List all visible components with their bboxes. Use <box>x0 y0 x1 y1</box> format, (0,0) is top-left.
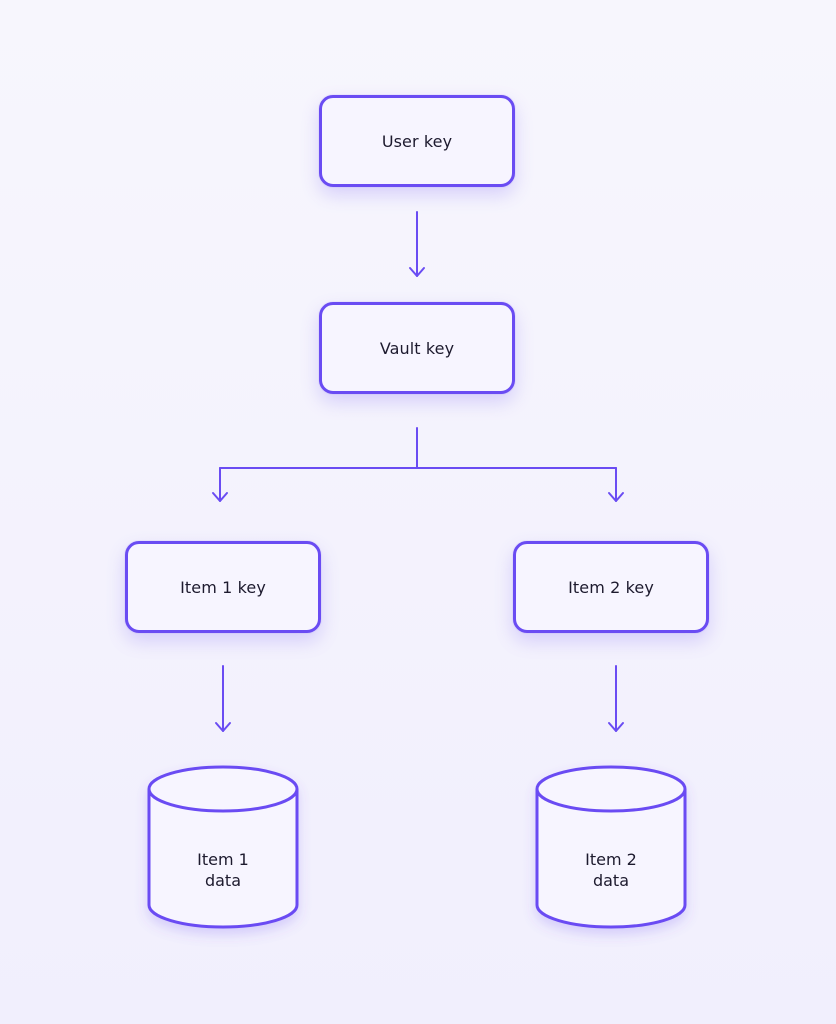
vault-key-label: Vault key <box>379 338 455 358</box>
branch-vault-to-items <box>212 427 624 502</box>
item2-data-line2: data <box>592 871 630 890</box>
arrow-user-to-vault <box>409 211 425 277</box>
item2-data-line1: Item 2 <box>585 850 637 869</box>
database-icon-item2 <box>535 765 687 929</box>
arrow-item2-to-data <box>608 665 624 732</box>
item2-data-label: Item 2 data <box>536 849 686 891</box>
arrow-item1-to-data <box>215 665 231 732</box>
item1-key-node: Item 1 key <box>125 541 321 633</box>
item1-key-label: Item 1 key <box>180 577 266 597</box>
item2-key-node: Item 2 key <box>513 541 709 633</box>
item1-data-label: Item 1 data <box>148 849 298 891</box>
vault-key-node: Vault key <box>319 302 515 394</box>
user-key-label: User key <box>381 131 453 151</box>
item1-data-line2: data <box>204 871 242 890</box>
item1-data-line1: Item 1 <box>197 850 249 869</box>
item2-key-label: Item 2 key <box>568 577 654 597</box>
user-key-node: User key <box>319 95 515 187</box>
database-icon-item1 <box>147 765 299 929</box>
